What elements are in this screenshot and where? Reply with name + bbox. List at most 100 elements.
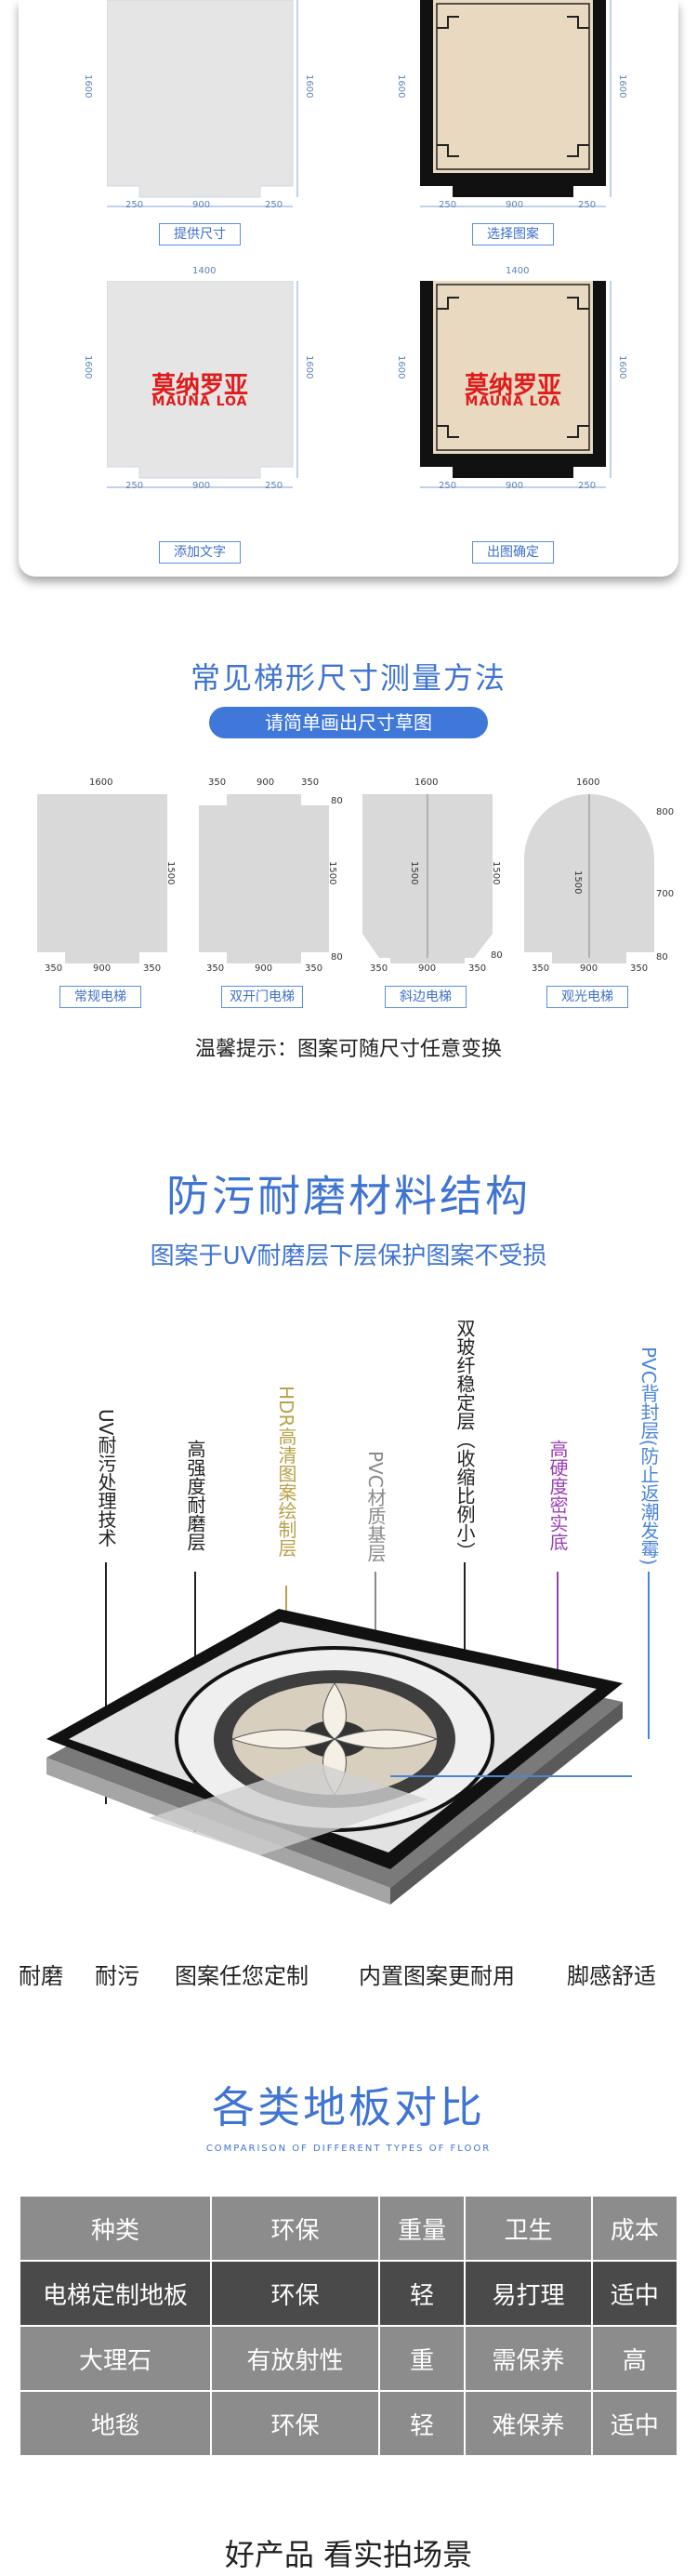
dim-top: 1600: [89, 777, 113, 788]
table-cell: 轻: [377, 2260, 467, 2327]
dim-bottom-mid: 900: [506, 481, 524, 491]
trap-label: 斜边电梯: [385, 986, 467, 1008]
step-choose-pattern: 1600 1600 250 900 250 选择图案: [383, 0, 662, 279]
table-cell: 大理石: [19, 2325, 212, 2392]
dim-top: 1400: [192, 266, 217, 276]
shape-double-door: [199, 794, 329, 963]
trapezoid-title: 常见梯形尺寸测量方法: [190, 660, 506, 696]
step-label: 添加文字: [159, 541, 241, 564]
logo-en: MAUNA LOA: [151, 394, 248, 409]
table-row: 地毯 环保 轻 难保养 适中: [19, 2390, 679, 2457]
layer-back-seal: PVC背封层(防止返潮发霉): [638, 1347, 660, 1566]
step-provide-size: 1600 1600 250 900 250 提供尺寸: [70, 0, 348, 279]
table-cell: 电梯定制地板: [19, 2260, 212, 2327]
material-subtitle: 图案于UV耐磨层下层保护图案不受损: [150, 1242, 547, 1270]
dim-bottom-right: 250: [265, 200, 283, 210]
logo-cn: 莫纳罗亚: [464, 372, 561, 400]
plain-board: [107, 0, 298, 207]
dim-bottom-left: 250: [125, 200, 144, 210]
feature-item: 耐磨: [19, 1963, 63, 1989]
dim-b2: 350: [305, 963, 323, 974]
leader-line: [557, 1572, 559, 1693]
dim-bottom-left: 250: [439, 200, 457, 210]
dim-height-right: 1600: [617, 355, 627, 379]
table-cell: 卫生: [464, 2195, 593, 2262]
layer-uv: UV耐污处理技术: [95, 1409, 117, 1547]
bottom-title: 好产品 看实拍场景: [224, 2537, 473, 2572]
table-cell: 有放射性: [210, 2325, 380, 2392]
dim-b0: 350: [370, 963, 388, 974]
feature-item: 内置图案更耐用: [359, 1963, 515, 1989]
step-add-text: 1400 莫纳罗亚 MAUNA LOA 1600 1600 250 900 25…: [70, 262, 348, 564]
layer-pvc: PVC材质基层: [364, 1451, 387, 1562]
table-cell: 环保: [210, 2260, 380, 2327]
logo-en: MAUNA LOA: [465, 394, 561, 409]
logo-cn: 莫纳罗亚: [151, 372, 248, 400]
material-title: 防污耐磨材料结构: [166, 1171, 531, 1221]
feature-item: 耐污: [95, 1963, 139, 1989]
layer-hard-base: 高硬度密实底: [546, 1440, 569, 1551]
dim-b0: 350: [45, 963, 63, 974]
dim-bottom-right: 250: [578, 200, 597, 210]
dim-b2: 350: [143, 963, 162, 974]
trap-shape-slanted: 1600 1500 1500 80 350 900 350 斜边电梯: [349, 777, 503, 1008]
dim-bottom-mid: 900: [192, 200, 211, 210]
table-cell: 重: [377, 2325, 467, 2392]
dim-height-right: 1600: [617, 74, 627, 99]
dim-b1: 900: [418, 963, 437, 974]
dim-height: 1600: [83, 355, 93, 379]
trapezoid-pill: 请简单画出尺寸草图: [209, 707, 488, 738]
trap-shape-double-door: 350 900 350 80 1500 80 350 900 350 双开门电梯: [186, 777, 343, 1008]
dim-height-right: 1600: [304, 74, 314, 99]
dim-corner-bottom: 80: [656, 952, 668, 963]
dim-corner-bottom: 80: [491, 950, 503, 961]
layer-glassfiber: 双玻纤稳定层（收缩比例小）: [454, 1319, 476, 1560]
dim-b2: 350: [468, 963, 487, 974]
dim-b0: 350: [532, 963, 550, 974]
leader-line: [648, 1572, 650, 1739]
table-cell: 重量: [377, 2195, 467, 2262]
feature-item: 脚感舒适: [567, 1963, 656, 1989]
dim-height: 1600: [396, 355, 406, 379]
plain-board: [107, 281, 298, 488]
table-row: 种类 环保 重量 卫生 成本: [19, 2195, 679, 2262]
dim-top: 1600: [414, 777, 439, 788]
step-label: 出图确定: [472, 541, 554, 564]
comparison-table: 种类 环保 重量 卫生 成本 电梯定制地板 环保 轻 易打理 适中 大理石 有放…: [19, 2195, 679, 2457]
table-cell: 环保: [210, 2195, 380, 2262]
table-cell: 难保养: [464, 2390, 593, 2457]
dim-t0: 350: [208, 777, 227, 788]
dim-bottom-left: 250: [439, 481, 457, 491]
dim-side: 1500: [572, 870, 583, 895]
table-cell: 种类: [19, 2195, 212, 2262]
shape-regular: [37, 794, 167, 963]
dim-bottom-mid: 900: [506, 200, 524, 210]
feature-item: 图案任您定制: [175, 1963, 309, 1989]
table-cell: 地毯: [19, 2390, 212, 2457]
pattern-board: [420, 281, 612, 488]
trap-shape-regular: 1600 1500 350 900 350 常规电梯: [24, 777, 176, 1008]
shape-slanted: [362, 794, 493, 963]
table-cell: 适中: [590, 2390, 679, 2457]
dim-t1: 900: [256, 777, 275, 788]
step-confirm: 1400 莫纳罗亚 MAUNA LOA 1600 1600 250 900 25…: [383, 262, 662, 564]
dim-bottom-left: 250: [125, 481, 144, 491]
dim-side: 1500: [327, 861, 337, 885]
dim-b1: 900: [580, 963, 598, 974]
pattern-board: [420, 0, 612, 207]
trap-label: 常规电梯: [59, 986, 141, 1008]
dim-b1: 900: [93, 963, 112, 974]
layer-wear: 高强度耐磨层: [184, 1440, 206, 1551]
dim-mid: 1500: [409, 861, 419, 885]
tip-text: 温馨提示：图案可随尺寸任意变换: [194, 1038, 502, 1061]
dim-right-top: 800: [656, 807, 675, 817]
table-cell: 易打理: [464, 2260, 593, 2327]
comparison-subtitle: COMPARISON OF DIFFERENT TYPES OF FLOOR: [205, 2144, 492, 2154]
dim-corner-bottom: 80: [331, 952, 343, 963]
table-cell: 高: [590, 2325, 679, 2392]
dim-height: 1600: [83, 74, 93, 99]
dim-right-bottom: 700: [656, 889, 675, 899]
dim-corner-top: 80: [331, 796, 343, 806]
dim-t2: 350: [301, 777, 320, 788]
step-label: 提供尺寸: [159, 223, 241, 246]
